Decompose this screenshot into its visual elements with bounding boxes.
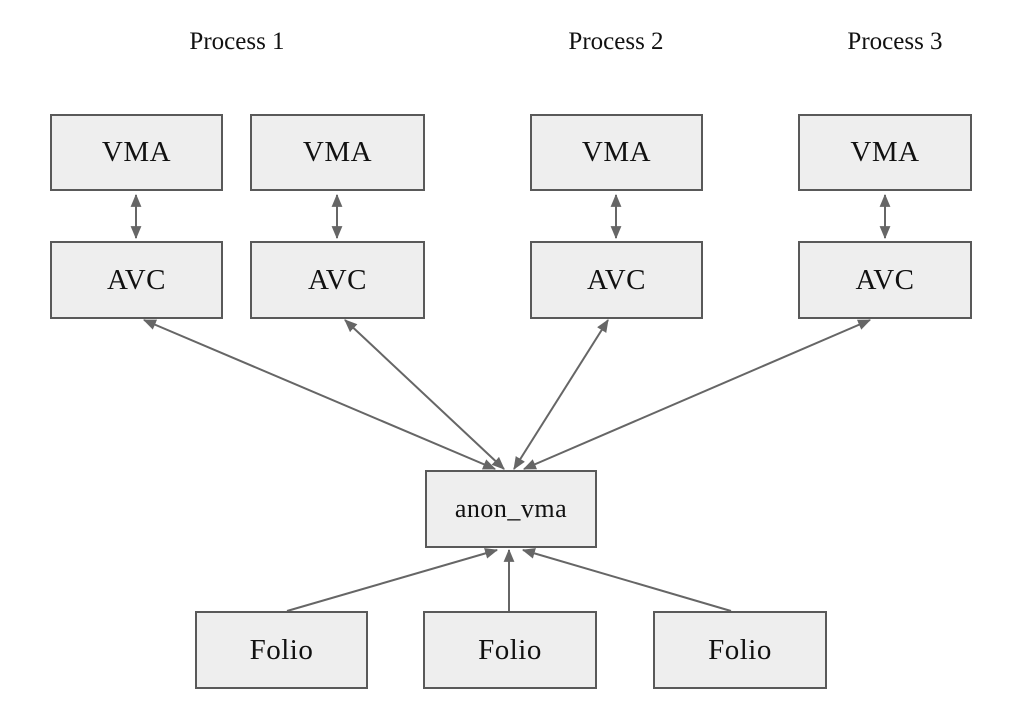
vma-box-3: VMA <box>530 114 703 191</box>
edge-folio3-anonvma <box>521 548 732 612</box>
avc-box-3-label: AVC <box>587 263 646 296</box>
anon-vma-box-label: anon_vma <box>454 494 568 523</box>
folio-box-2: Folio <box>423 611 597 689</box>
process-3-label: Process 3 <box>847 28 943 55</box>
vma-box-3-label: VMA <box>581 136 652 168</box>
anon-vma-box: anon_vma <box>425 470 597 548</box>
avc-box-1-label: AVC <box>107 263 166 296</box>
vma-box-4: VMA <box>798 114 972 191</box>
vma-box-1: VMA <box>50 114 223 191</box>
avc-box-4-label: AVC <box>855 263 915 296</box>
edge-folio1-anonvma <box>286 548 499 612</box>
avc-box-3: AVC <box>530 241 703 319</box>
folio-box-1: Folio <box>195 611 368 689</box>
folio-box-3: Folio <box>653 611 827 689</box>
folio-box-2-label: Folio <box>478 633 542 666</box>
folio-box-3-label: Folio <box>708 633 772 666</box>
edge-avc1-anonvma <box>143 319 496 470</box>
avc-box-2: AVC <box>250 241 425 319</box>
process-1-label: Process 1 <box>189 28 285 55</box>
folio-box-1-label: Folio <box>249 633 314 666</box>
edge-avc2-anonvma <box>344 319 505 470</box>
avc-box-4: AVC <box>798 241 972 319</box>
vma-box-2-label: VMA <box>302 136 373 168</box>
avc-box-2-label: AVC <box>308 263 367 296</box>
edge-avc4-anonvma <box>523 319 871 470</box>
vma-box-4-label: VMA <box>850 136 920 168</box>
vma-box-2: VMA <box>250 114 425 191</box>
avc-box-1: AVC <box>50 241 223 319</box>
vma-box-1-label: VMA <box>101 136 172 168</box>
process-2-label: Process 2 <box>568 28 664 55</box>
edge-avc3-anonvma <box>513 319 609 470</box>
